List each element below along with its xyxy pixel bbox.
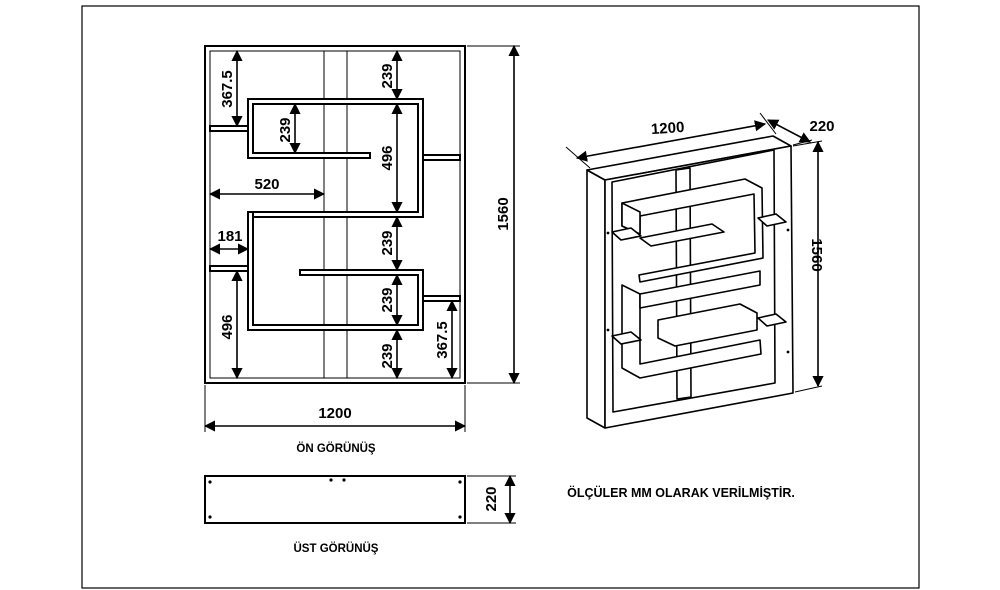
front-inner-frame (209, 50, 461, 379)
dim-top-mid: 239 (379, 63, 396, 88)
iso-shelf-right-upper (757, 213, 787, 227)
shelf-right-lower (422, 295, 461, 302)
top-view-panel (204, 475, 466, 524)
dim-mid-239: 239 (379, 230, 396, 255)
dim-center: 496 (379, 145, 396, 170)
dim-shelf-520: 520 (254, 176, 279, 193)
isometric-view: 1200 220 1560 (565, 112, 835, 429)
dim-inner-left: 239 (277, 117, 294, 142)
dim-bottom-right: 367.5 (434, 321, 451, 359)
iso-shelf-left-lower (611, 331, 642, 345)
lower-meander-box (247, 211, 424, 331)
shelf-left-upper (209, 125, 249, 132)
shelf-right-upper (422, 154, 461, 161)
dim-top-left: 367.5 (219, 70, 236, 108)
iso-dim-depth: 220 (809, 118, 834, 135)
iso-dim-width: 1200 (650, 119, 684, 138)
top-view: 220 ÜST GÖRÜNÜŞ (204, 474, 516, 555)
front-view-caption: ÖN GÖRÜNÜŞ (296, 442, 376, 455)
dim-bottom-239: 239 (379, 343, 396, 368)
iso-shelf-left-upper (611, 227, 642, 241)
top-view-caption: ÜST GÖRÜNÜŞ (294, 542, 379, 555)
sheet-border (81, 5, 920, 589)
iso-lower-back (639, 270, 761, 309)
dim-bottom-left: 496 (219, 314, 236, 339)
iso-lower-shelf (657, 303, 758, 347)
dim-depth-top: 220 (483, 486, 500, 511)
iso-dim-height: 1560 (808, 238, 825, 271)
dim-width: 1200 (318, 405, 351, 422)
dim-lower-239: 239 (379, 287, 396, 312)
iso-shelf-right-lower (757, 313, 787, 327)
iso-left-side (586, 169, 606, 429)
iso-upper-shelf (639, 223, 725, 247)
dim-side-181: 181 (217, 228, 242, 245)
units-note: ÖLÇÜLER MM OLARAK VERİLMİŞTİR. (567, 485, 795, 500)
front-view: 367.5 239 239 496 520 181 239 239 239 49… (203, 44, 520, 455)
iso-upper-box-inner (621, 202, 641, 235)
dim-height: 1560 (495, 197, 512, 230)
upper-meander-box (247, 98, 424, 218)
shelf-left-mid (209, 265, 249, 272)
